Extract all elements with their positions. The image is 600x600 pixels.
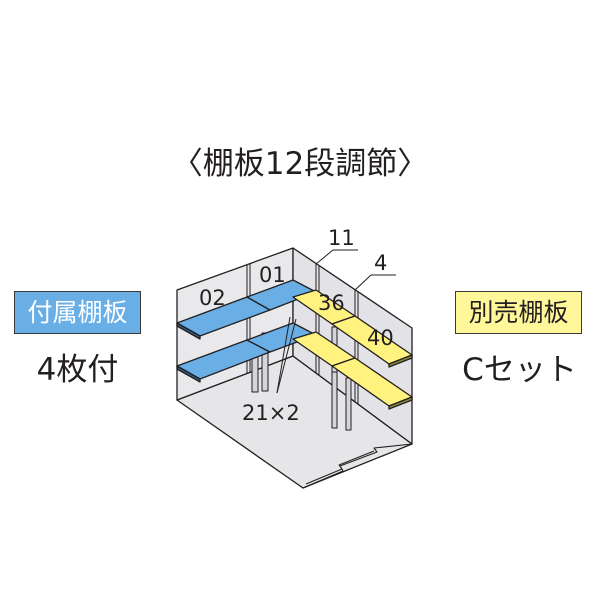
leader-line-21x2-a xyxy=(276,316,291,394)
page-title: 〈棚板12段調節〉 xyxy=(171,146,429,182)
leader-line-11 xyxy=(315,249,358,265)
leader-line-4 xyxy=(354,274,396,291)
label-post-4: 4 xyxy=(374,251,387,275)
label-shelf-02: 02 xyxy=(199,286,226,310)
label-shelf-36: 36 xyxy=(318,291,345,315)
included-quantity: 4枚付 xyxy=(36,352,119,388)
label-shelf-01: 01 xyxy=(259,263,286,287)
optional-set-label: Cセット xyxy=(462,352,577,388)
label-bracket-21x2: 21×2 xyxy=(242,401,300,425)
optional-shelves-badge: 別売棚板 xyxy=(455,291,582,334)
label-shelf-40: 40 xyxy=(367,326,394,350)
included-shelves-badge: 付属棚板 xyxy=(14,291,141,334)
leader-line-21x2-b xyxy=(276,318,297,394)
label-post-11: 11 xyxy=(328,226,355,250)
